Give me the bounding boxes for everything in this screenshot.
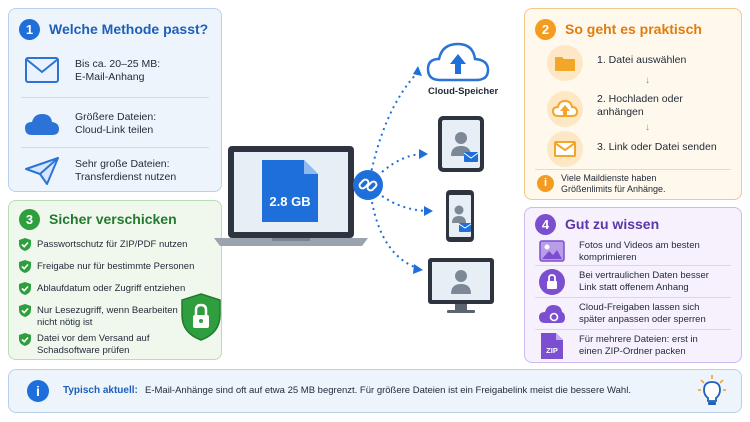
step-text: 3. Link oder Datei senden	[597, 141, 717, 153]
limit-note-line2: Größenlimits für Anhänge.	[561, 184, 666, 194]
upload-cloud-icon	[547, 91, 583, 127]
tip-line2: einen ZIP-Ordner packen	[579, 346, 686, 357]
shield-check-icon	[19, 333, 31, 346]
cloud-storage-icon	[426, 42, 490, 82]
arrow-to-phone	[381, 195, 428, 212]
file-icon	[262, 160, 318, 222]
shield-check-icon	[19, 304, 31, 317]
image-icon	[539, 240, 565, 262]
method-cloud-text: Größere Dateien: Cloud-Link teilen	[75, 111, 215, 137]
method-email-line2: E-Mail-Anhang	[75, 71, 145, 83]
mail-send-icon	[547, 131, 583, 167]
panel-title: Welche Methode passt?	[49, 21, 209, 37]
footer-panel: i Typisch aktuell: E-Mail-Anhänge sind o…	[8, 369, 742, 413]
divider	[535, 329, 731, 330]
paper-plane-icon	[25, 157, 59, 185]
divider	[21, 97, 209, 98]
divider	[535, 297, 731, 298]
shield-lock-icon	[181, 293, 221, 341]
panel-title: Sicher verschicken	[49, 211, 177, 227]
tips-panel: 4 Gut zu wissen Fotos und Videos am best…	[524, 207, 742, 363]
secure-item-line2: Schadsoftware prüfen	[37, 345, 130, 356]
method-transfer-line2: Transferdienst nutzen	[75, 171, 177, 183]
arrowhead	[413, 66, 422, 76]
footer-text: E-Mail-Anhänge sind oft auf etwa 25 MB b…	[145, 385, 631, 396]
step-line2: anhängen	[597, 106, 644, 118]
step-text: 1. Datei auswählen	[597, 54, 687, 66]
tip-item: Fotos und Videos am besten komprimieren	[579, 240, 739, 264]
shield-check-icon	[19, 238, 31, 251]
secure-item-line2: nicht nötig ist	[37, 317, 93, 328]
secure-item: Nur Lesezugriff, wenn Bearbeiten nicht n…	[37, 305, 187, 329]
info-icon: i	[27, 380, 49, 402]
phone-icon	[446, 190, 474, 242]
zip-file-icon	[541, 333, 563, 359]
tip-line2: komprimieren	[579, 252, 637, 263]
step-line1: 2. Hochladen oder	[597, 93, 683, 105]
panel-title: So geht es praktisch	[565, 21, 702, 37]
divider	[21, 147, 209, 148]
method-transfer-line1: Sehr große Dateien:	[75, 158, 170, 170]
info-icon: i	[537, 175, 554, 192]
step-badge: 1	[19, 19, 40, 40]
arrow-down-icon: ↓	[645, 75, 650, 86]
step-badge: 2	[535, 19, 556, 40]
method-transfer-text: Sehr große Dateien: Transferdienst nutze…	[75, 158, 215, 184]
methods-panel: 1 Welche Methode passt? Bis ca. 20–25 MB…	[8, 8, 222, 192]
secure-item: Ablaufdatum oder Zugriff entziehen	[37, 283, 186, 294]
arrow-to-cloud	[367, 71, 419, 189]
tip-line1: Bei vertraulichen Daten besser	[579, 270, 709, 281]
tip-item: Bei vertraulichen Daten besser Link stat…	[579, 270, 739, 294]
method-email-line1: Bis ca. 20–25 MB:	[75, 58, 161, 70]
tip-line1: Cloud-Freigaben lassen sich	[579, 302, 700, 313]
footer-label: Typisch aktuell:	[63, 385, 138, 396]
limit-note: Viele Maildienste haben Größenlimits für…	[561, 173, 731, 195]
tablet-icon	[438, 116, 484, 172]
secure-item-line1: Nur Lesezugriff, wenn Bearbeiten	[37, 305, 178, 316]
step-badge: 3	[19, 209, 40, 230]
arrow-down-icon: ↓	[645, 122, 650, 133]
lock-icon	[539, 269, 565, 295]
secure-item-line1: Datei vor dem Versand auf	[37, 333, 150, 344]
zip-label: ZIP	[546, 346, 558, 355]
tip-line2: Link statt offenem Anhang	[579, 282, 689, 293]
tip-item: Für mehrere Dateien: erst in einen ZIP-O…	[579, 334, 739, 358]
folder-icon	[547, 45, 583, 81]
shield-check-icon	[19, 260, 31, 273]
divider	[535, 169, 731, 170]
arrow-to-tablet	[381, 153, 423, 173]
tip-line1: Für mehrere Dateien: erst in	[579, 334, 698, 345]
tip-item: Cloud-Freigaben lassen sich später anpas…	[579, 302, 739, 326]
secure-item: Passwortschutz für ZIP/PDF nutzen	[37, 239, 188, 250]
cloud-icon	[25, 114, 59, 135]
arrowhead	[413, 264, 423, 274]
monitor-icon	[428, 258, 494, 313]
lightbulb-icon	[698, 375, 726, 405]
cloud-settings-icon	[539, 305, 565, 323]
secure-item: Datei vor dem Versand auf Schadsoftware …	[37, 333, 187, 357]
method-cloud-line1: Größere Dateien:	[75, 111, 157, 123]
tip-line1: Fotos und Videos am besten	[579, 240, 700, 251]
method-email-text: Bis ca. 20–25 MB: E-Mail-Anhang	[75, 58, 215, 84]
method-cloud-line2: Cloud-Link teilen	[75, 124, 154, 136]
limit-note-line1: Viele Maildienste haben	[561, 173, 657, 183]
steps-panel: 2 So geht es praktisch 1. Datei auswähle…	[524, 8, 742, 200]
shield-check-icon	[19, 282, 31, 295]
tip-line2: später anpassen oder sperren	[579, 314, 706, 325]
cloud-storage-label: Cloud-Speicher	[428, 86, 499, 97]
arrowhead	[419, 149, 428, 159]
step-text: 2. Hochladen oder anhängen	[597, 93, 737, 119]
arrowhead	[424, 206, 433, 216]
file-size-label: 2.8 GB	[269, 194, 311, 209]
flow-diagram	[214, 42, 494, 313]
step-badge: 4	[535, 214, 556, 235]
secure-panel: 3 Sicher verschicken Passwortschutz für …	[8, 200, 222, 360]
arrow-to-monitor	[371, 201, 418, 269]
link-icon	[353, 170, 383, 200]
panel-title: Gut zu wissen	[565, 216, 660, 232]
secure-item: Freigabe nur für bestimmte Personen	[37, 261, 195, 272]
envelope-icon	[25, 57, 59, 83]
divider	[535, 265, 731, 266]
